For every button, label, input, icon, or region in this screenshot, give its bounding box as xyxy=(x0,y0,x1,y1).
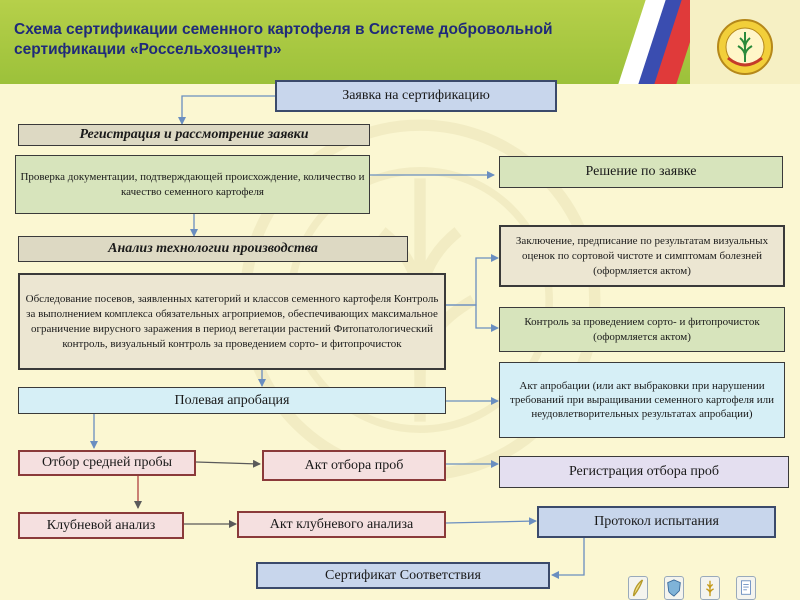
node-doc-check: Проверка документации, подтверждающей пр… xyxy=(15,155,370,214)
node-application: Заявка на сертификацию xyxy=(275,80,557,112)
node-sample-selection: Отбор средней пробы xyxy=(18,450,196,476)
node-sample-act: Акт отбора проб xyxy=(262,450,446,481)
header-banner: Схема сертификации семенного картофеля в… xyxy=(0,0,800,84)
document-icon xyxy=(736,576,756,600)
node-test-protocol: Протокол испытания xyxy=(537,506,776,538)
node-decision: Решение по заявке xyxy=(499,156,783,188)
node-field-approbation: Полевая апробация xyxy=(18,387,446,414)
node-survey: Обследование посевов, заявленных категор… xyxy=(18,273,446,370)
node-control: Контроль за проведением сорто- и фитопро… xyxy=(499,307,785,352)
node-approbation-act: Акт апробации (или акт выбраковки при на… xyxy=(499,362,785,438)
page-title: Схема сертификации семенного картофеля в… xyxy=(14,21,553,58)
node-tech-analysis: Анализ технологии производства xyxy=(18,236,408,262)
node-registration: Регистрация и рассмотрение заявки xyxy=(18,124,370,146)
node-tuber-analysis: Клубневой анализ xyxy=(18,512,184,539)
node-certificate: Сертификат Соответствия xyxy=(256,562,550,589)
wheat-wreath-emblem-icon xyxy=(717,19,773,75)
node-conclusion: Заключение, предписание по результатам в… xyxy=(499,225,785,287)
quill-icon xyxy=(628,576,648,600)
node-sample-registration: Регистрация отбора проб xyxy=(499,456,789,488)
shield-icon xyxy=(664,576,684,600)
wheat-icon xyxy=(700,576,720,600)
footer-icons xyxy=(622,570,800,600)
node-tuber-act: Акт клубневого анализа xyxy=(237,511,446,538)
